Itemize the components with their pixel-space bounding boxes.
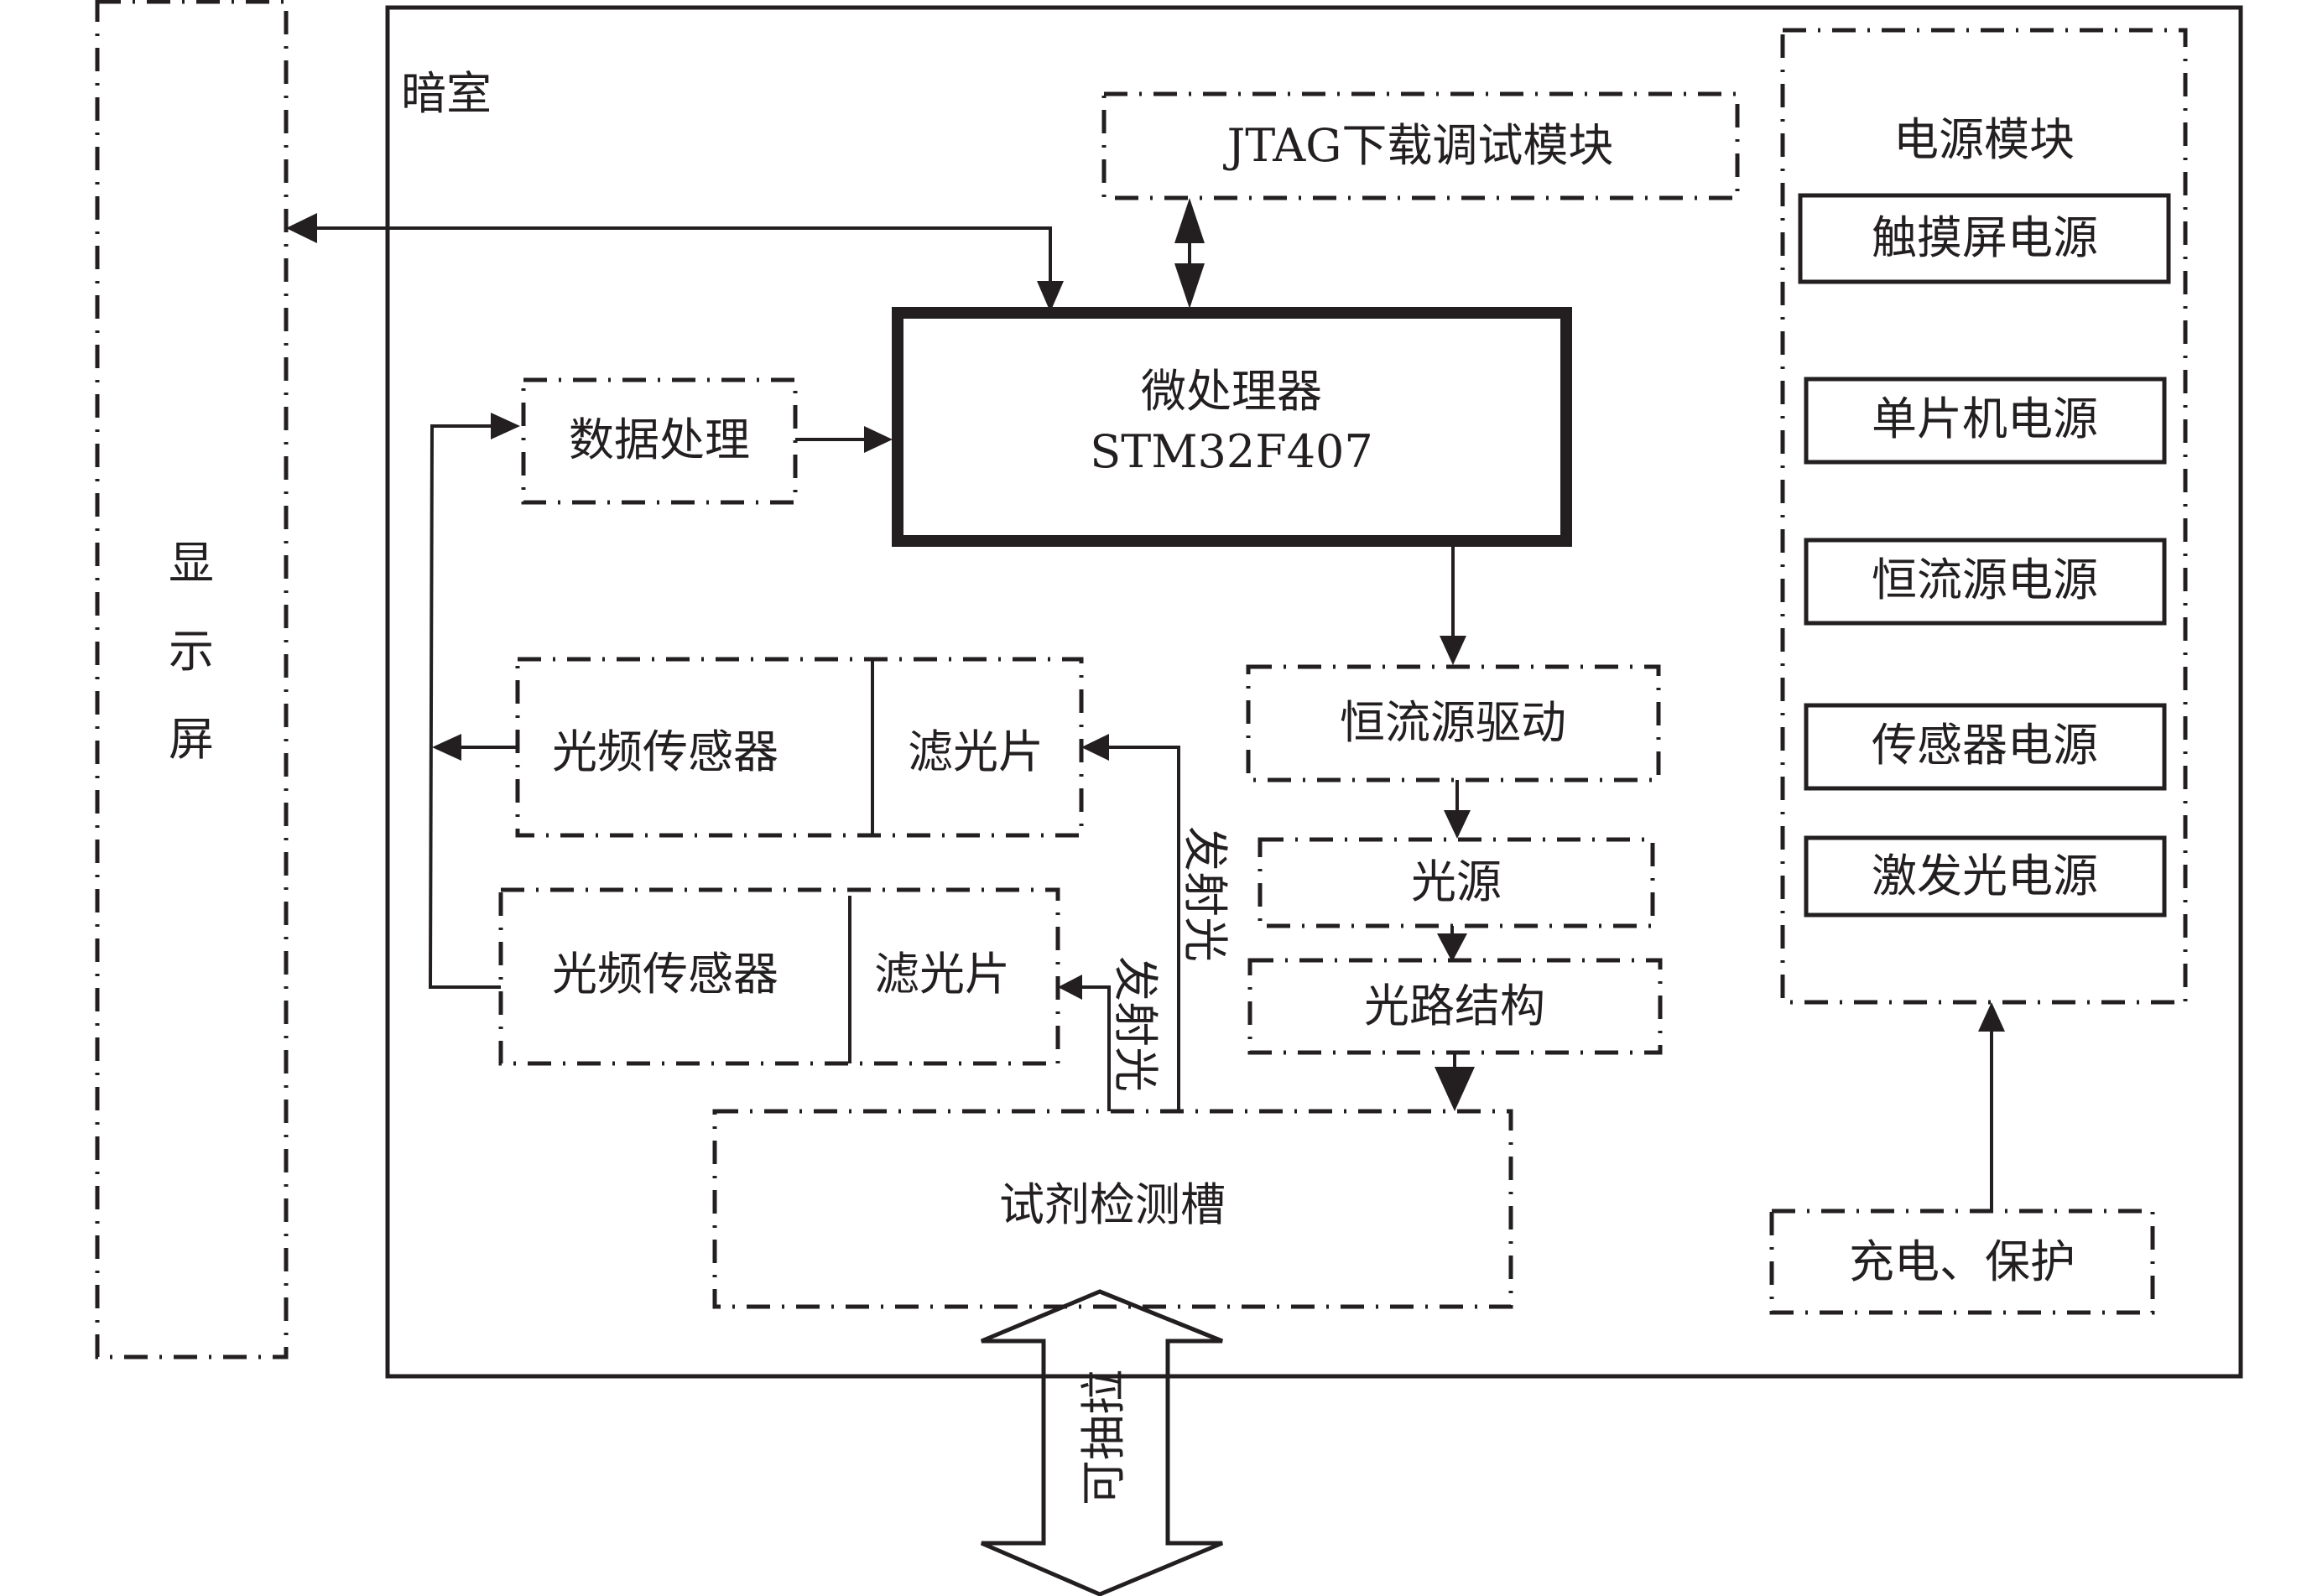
charging-border bbox=[1769, 1209, 2155, 1315]
sensor-bus-line bbox=[428, 424, 501, 989]
mcu-title: 微处理器 bbox=[1141, 365, 1322, 418]
power-item-sensor-border bbox=[1804, 703, 2167, 791]
emission-2-line bbox=[1082, 985, 1111, 1111]
jtag-label: JTAG下载调试模块 bbox=[1223, 119, 1614, 172]
arrow-sensor-1-output-icon bbox=[432, 734, 461, 761]
arrow-to-lightsource-icon bbox=[1444, 810, 1471, 839]
optical-path-block: 光路结构 bbox=[1247, 958, 1663, 1055]
mcu-display-connector bbox=[286, 213, 1064, 313]
power-item-excitation-border bbox=[1804, 835, 2167, 918]
display-screen-border bbox=[95, 0, 289, 1359]
power-item-sensor: 传感器电源 bbox=[1872, 719, 2098, 772]
cc-driver-block: 恒流源驱动 bbox=[1246, 664, 1661, 782]
mcu-block: 微处理器 STM32F407 bbox=[892, 307, 1572, 547]
power-item-touchscreen: 触摸屏电源 bbox=[1872, 211, 2098, 264]
sensor-unit-2: 光频传感器 滤光片 bbox=[498, 887, 1060, 1066]
darkroom-block: 暗室 bbox=[385, 5, 2243, 1379]
arrow-to-dataproc-icon bbox=[491, 413, 520, 439]
power-item-cc-border bbox=[1804, 538, 2167, 626]
display-char-2: 示 bbox=[169, 625, 214, 678]
drawer-double-arrow-icon bbox=[981, 1289, 1223, 1596]
arrow-to-power-module-icon bbox=[1978, 1002, 2005, 1032]
data-processing-block: 数据处理 bbox=[521, 377, 798, 505]
arrow-to-reagent-icon bbox=[1435, 1067, 1475, 1111]
optical-chain-connectors bbox=[1435, 541, 1475, 1111]
power-item-mcu-border bbox=[1804, 377, 2167, 465]
power-item-mcu: 单片机电源 bbox=[1872, 393, 2098, 445]
darkroom-label: 暗室 bbox=[401, 67, 492, 120]
arrow-to-mcu-from-jtag-icon bbox=[1174, 263, 1205, 309]
emission-1-label: 发射光 bbox=[1179, 826, 1232, 962]
light-source-block: 光源 bbox=[1258, 837, 1655, 928]
display-char-3: 屏 bbox=[169, 713, 214, 766]
light-source-label: 光源 bbox=[1411, 855, 1502, 908]
arrow-to-opticalpath-icon bbox=[1437, 933, 1467, 962]
sensor-unit-2-border bbox=[498, 887, 1060, 1066]
charging-label: 充电、保护 bbox=[1849, 1235, 2075, 1288]
filter-2-label: 滤光片 bbox=[874, 948, 1010, 1001]
charging-block: 充电、保护 bbox=[1769, 1209, 2155, 1315]
dataproc-mcu-connector bbox=[795, 426, 893, 453]
sensor-unit-1: 光频传感器 滤光片 bbox=[515, 657, 1084, 838]
mcu-display-line bbox=[317, 226, 1052, 313]
display-char-1: 显 bbox=[169, 537, 214, 590]
cc-driver-label: 恒流源驱动 bbox=[1340, 696, 1566, 749]
sensor-1-label: 光频传感器 bbox=[552, 725, 778, 778]
jtag-block: JTAG下载调试模块 bbox=[1101, 91, 1740, 200]
drawer-label: 可抽拉 bbox=[1077, 1370, 1130, 1505]
power-item-touchscreen-border bbox=[1798, 193, 2171, 284]
arrow-to-ccdriver-icon bbox=[1440, 636, 1466, 665]
jtag-border bbox=[1101, 91, 1740, 200]
arrow-to-mcu-icon bbox=[1037, 281, 1064, 312]
sensor-bus-connector bbox=[428, 413, 520, 989]
charging-power-connector bbox=[1978, 1002, 2005, 1211]
emission-light-1: 发射光 bbox=[1081, 734, 1232, 1111]
reagent-slot-block: 试剂检测槽 bbox=[712, 1109, 1513, 1309]
power-item-cc: 恒流源电源 bbox=[1872, 554, 2098, 606]
arrow-to-display-icon bbox=[286, 213, 317, 243]
filter-1-label: 滤光片 bbox=[908, 725, 1044, 778]
data-processing-label: 数据处理 bbox=[569, 413, 750, 466]
sensor-2-label: 光频传感器 bbox=[552, 948, 778, 1001]
arrow-dataproc-to-mcu-icon bbox=[864, 426, 893, 453]
arrow-to-filter-1-icon bbox=[1081, 734, 1109, 761]
arrow-to-filter-2-icon bbox=[1058, 975, 1082, 1000]
mcu-border bbox=[892, 307, 1572, 547]
power-module-border bbox=[1780, 28, 2188, 1005]
power-item-excitation: 激发光电源 bbox=[1872, 850, 2098, 902]
reagent-slot-label: 试剂检测槽 bbox=[999, 1178, 1226, 1231]
emission-2-label: 发射光 bbox=[1109, 956, 1162, 1092]
power-module-block: 电源模块 触摸屏电源 单片机电源 恒流源电源 传感器电源 激发光电源 bbox=[1780, 28, 2188, 1005]
reagent-slot-border bbox=[712, 1109, 1513, 1309]
drawer-arrow: 可抽拉 bbox=[981, 1289, 1223, 1596]
mcu-model: STM32F407 bbox=[1090, 425, 1373, 478]
jtag-mcu-connector bbox=[1174, 198, 1205, 309]
emission-1-line bbox=[1109, 746, 1180, 1111]
optical-path-label: 光路结构 bbox=[1364, 980, 1545, 1032]
cc-driver-border bbox=[1246, 664, 1661, 782]
power-module-title: 电源模块 bbox=[1893, 113, 2075, 166]
emission-light-2: 发射光 bbox=[1058, 956, 1162, 1111]
arrow-to-jtag-icon bbox=[1174, 198, 1205, 243]
darkroom-border bbox=[385, 5, 2243, 1379]
display-screen-block: 显 示 屏 bbox=[95, 0, 289, 1359]
